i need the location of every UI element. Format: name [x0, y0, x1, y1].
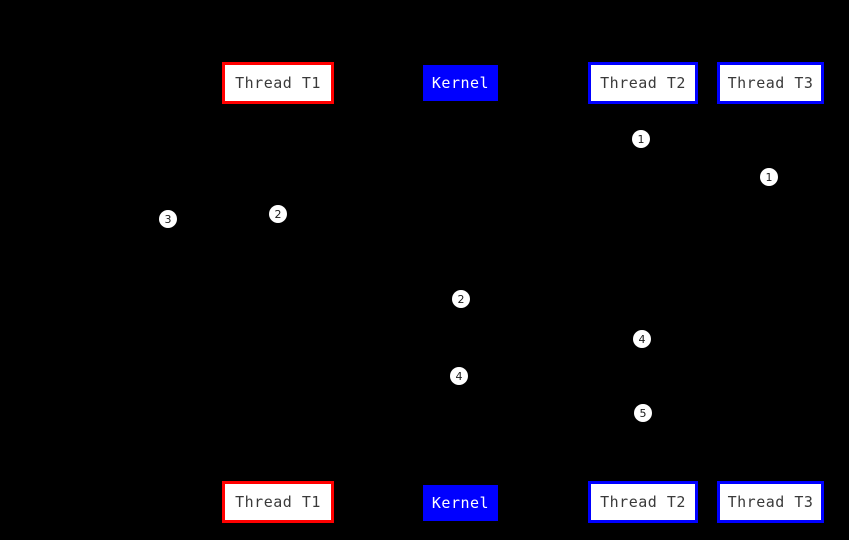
- participant-box-t1-bottom[interactable]: Thread T1: [222, 481, 334, 523]
- step-badge-5: 5: [634, 404, 652, 422]
- step-badge-2: 2: [452, 290, 470, 308]
- participant-box-kernel-top[interactable]: Kernel: [423, 65, 498, 101]
- participant-box-t2-bottom[interactable]: Thread T2: [588, 481, 698, 523]
- participant-box-t3-top[interactable]: Thread T3: [717, 62, 824, 104]
- lifeline-notch-bottom-t3: [769, 475, 772, 481]
- step-badge-1: 1: [632, 130, 650, 148]
- lifeline-t2: [643, 104, 644, 481]
- lifeline-notch-bottom-kernel: [459, 479, 462, 485]
- message-arrow: [168, 219, 278, 220]
- step-badge-1: 1: [760, 168, 778, 186]
- participant-box-kernel-bottom[interactable]: Kernel: [423, 485, 498, 521]
- participant-box-t1-top[interactable]: Thread T1: [222, 62, 334, 104]
- lifeline-notch-top-t2: [642, 104, 645, 110]
- lifeline-t1: [278, 104, 279, 481]
- step-badge-4: 4: [633, 330, 651, 348]
- lifeline-notch-bottom-t1: [277, 475, 280, 481]
- step-badge-4: 4: [450, 367, 468, 385]
- lifeline-notch-bottom-t2: [642, 475, 645, 481]
- lifeline-notch-top-t1: [277, 104, 280, 110]
- lifeline-t3: [770, 104, 771, 481]
- lifeline-notch-top-t3: [769, 104, 772, 110]
- lifeline-notch-top-kernel: [459, 101, 462, 107]
- participant-box-t2-top[interactable]: Thread T2: [588, 62, 698, 104]
- step-badge-3: 3: [159, 210, 177, 228]
- participant-box-t3-bottom[interactable]: Thread T3: [717, 481, 824, 523]
- step-badge-2: 2: [269, 205, 287, 223]
